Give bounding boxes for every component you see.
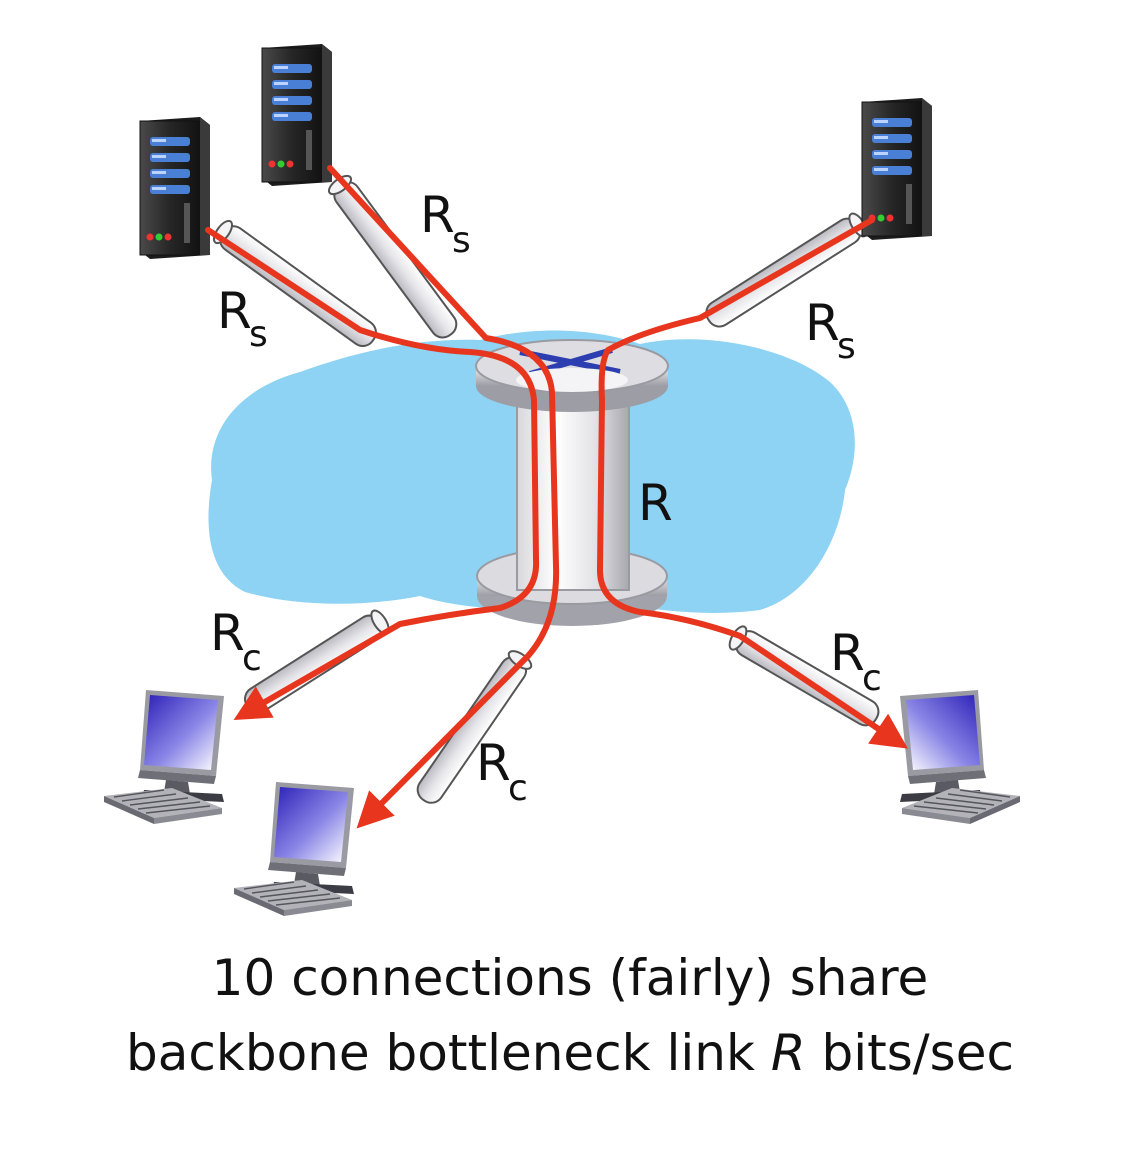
svg-text:c: c	[862, 658, 882, 699]
svg-text:R: R	[217, 282, 252, 340]
server-link-pipe-2	[327, 174, 458, 339]
caption-line-1: 10 connections (fairly) share	[211, 949, 929, 1007]
connection-path-2	[327, 165, 560, 829]
client-pc-middle	[233, 781, 355, 917]
connection-path-1	[205, 227, 540, 720]
caption-variable-r: R	[770, 1024, 806, 1082]
client-pc-left	[103, 689, 225, 825]
caption-line-2-prefix: backbone bottleneck link	[126, 1024, 755, 1082]
caption-line-2: backbone bottleneck link R bits/sec	[0, 1023, 1140, 1083]
client-link-label-right: R c	[830, 624, 882, 699]
connection-path-3	[597, 217, 908, 749]
svg-text:R: R	[210, 604, 245, 662]
client-link-pipe-1	[244, 609, 390, 714]
server-link-label-right: R s	[805, 294, 856, 367]
svg-text:c: c	[508, 768, 528, 809]
client-link-label-left: R c	[210, 604, 262, 679]
svg-text:c: c	[242, 638, 262, 679]
bottleneck-link-label: R	[638, 474, 673, 532]
server-icon-left	[139, 116, 211, 260]
svg-text:s: s	[837, 326, 856, 367]
server-link-label-left: R s	[217, 282, 268, 355]
server-icon-top	[261, 43, 333, 187]
server-link-label-top: R s	[420, 186, 471, 261]
svg-text:R: R	[476, 734, 511, 792]
svg-text:R: R	[830, 624, 865, 682]
svg-text:R: R	[805, 294, 840, 352]
caption-line-2-suffix: bits/sec	[821, 1024, 1014, 1082]
client-link-label-middle: R c	[476, 734, 528, 809]
client-pc-right	[899, 689, 1021, 825]
svg-text:R: R	[420, 186, 455, 244]
svg-text:s: s	[452, 220, 471, 261]
svg-text:s: s	[249, 314, 268, 355]
